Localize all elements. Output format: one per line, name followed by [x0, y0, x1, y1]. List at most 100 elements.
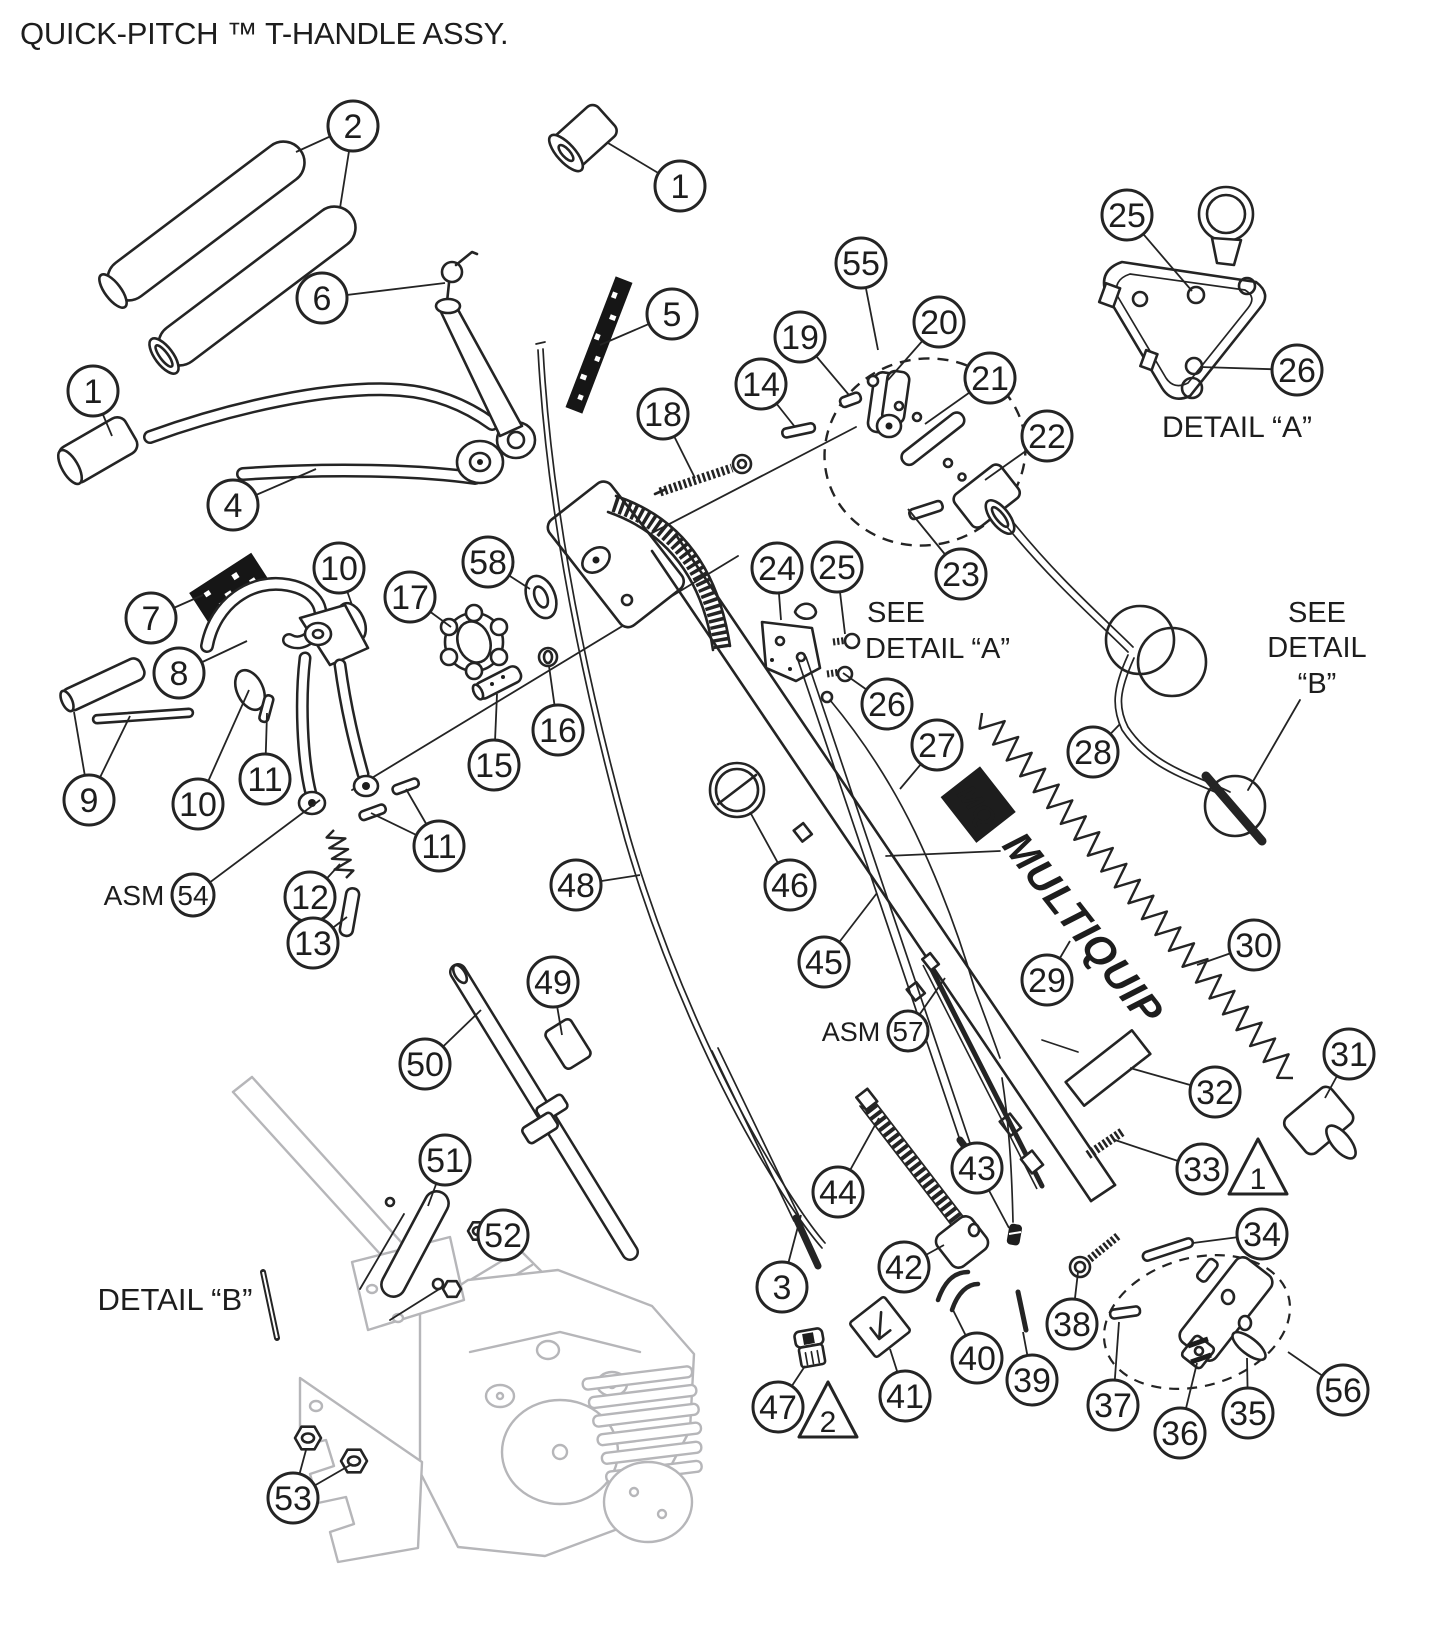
part-clamp-42	[934, 1215, 990, 1269]
callout-balloon-30	[1227, 918, 1281, 972]
callout-number: 36	[1161, 1415, 1199, 1453]
callout-number: 3	[773, 1269, 792, 1307]
part-nut-16	[537, 646, 559, 668]
callout-balloon-15	[467, 738, 521, 792]
part-lever-6	[434, 250, 524, 438]
callout-number: 46	[771, 867, 809, 905]
part-pin-53	[260, 1269, 280, 1341]
callout-number: 45	[805, 944, 843, 982]
page-title: QUICK-PITCH ™ T-HANDLE ASSY.	[20, 16, 508, 51]
callout-balloon-27	[910, 718, 964, 772]
callout-balloon-34	[1235, 1207, 1289, 1261]
callout-number: 51	[426, 1142, 464, 1180]
part-bushing-1-top	[547, 103, 618, 173]
callout-balloon-1	[66, 364, 120, 418]
part-handle-frame-4	[143, 382, 537, 485]
part-pivot-head	[546, 480, 732, 652]
callout-number: 4	[224, 487, 243, 525]
callout-number: 28	[1074, 734, 1112, 772]
callout-number: 5	[663, 296, 682, 334]
part-rod-3	[711, 1047, 822, 1270]
callout-balloon-16	[531, 703, 585, 757]
part-decal-41	[849, 1296, 911, 1358]
see-detail-b-pointer	[1247, 699, 1301, 791]
asm-label-57: ASM	[822, 1017, 881, 1047]
callout-balloon-13	[286, 916, 340, 970]
see-detail-a-line1: SEE	[867, 597, 925, 629]
callout-balloon-9	[62, 773, 116, 827]
part-pin-39	[1015, 1289, 1029, 1333]
part-pin-34	[1141, 1237, 1195, 1262]
detail-b-machine-ghost	[231, 1075, 703, 1564]
callout-number: 26	[868, 686, 906, 724]
callout-balloon-36	[1153, 1406, 1207, 1460]
callout-number: 10	[320, 550, 358, 588]
callout-number: 57	[892, 1016, 923, 1047]
callout-balloon-35	[1221, 1386, 1275, 1440]
callout-number: 33	[1183, 1151, 1221, 1189]
callout-balloon-45	[797, 935, 851, 989]
callout-balloon-17	[383, 570, 437, 624]
callout-balloon-25	[810, 540, 864, 594]
callout-balloon-41	[878, 1369, 932, 1423]
callout-number: 47	[759, 1389, 797, 1427]
callout-number: 39	[1013, 1362, 1051, 1400]
callout-number: 49	[534, 964, 572, 1002]
part-cable-27	[820, 690, 1001, 1059]
callout-number: 48	[557, 867, 595, 905]
callout-balloon-18	[636, 387, 690, 441]
part-roller-15	[471, 665, 523, 701]
callout-balloon-51	[418, 1133, 472, 1187]
callout-balloon-10	[171, 777, 225, 831]
see-detail-b-line1: SEE	[1288, 597, 1346, 629]
callout-number: 25	[818, 549, 856, 587]
detail-b-label: DETAIL “B”	[97, 1282, 252, 1317]
callout-number: 25	[1108, 197, 1146, 235]
callout-balloon-4	[206, 478, 260, 532]
callout-balloon-42	[877, 1240, 931, 1294]
callout-number: 56	[1324, 1372, 1362, 1410]
callout-number: 38	[1053, 1306, 1091, 1344]
callout-number: 18	[644, 396, 682, 434]
callout-balloon-6	[295, 271, 349, 325]
callout-balloon-44	[811, 1165, 865, 1219]
callout-balloon-29	[1020, 953, 1074, 1007]
part-washer-58	[524, 574, 558, 620]
callout-balloon-19	[773, 310, 827, 364]
callout-balloon-7	[124, 591, 178, 645]
callout-number: 26	[1278, 352, 1316, 390]
part-housing-44	[855, 1087, 979, 1245]
part-tube-50	[449, 963, 639, 1261]
part-bushing-36	[1180, 1334, 1216, 1370]
part-cable-28	[1007, 521, 1267, 846]
see-detail-b-line2: DETAIL	[1267, 632, 1366, 664]
part-grip-strip-5	[565, 276, 633, 414]
part-grip-tube-b	[148, 205, 357, 375]
callout-number: 1	[84, 373, 103, 411]
part-screw-25	[832, 632, 861, 650]
multiquip-logo-icon: MQ	[940, 766, 1016, 843]
callout-number: 52	[484, 1217, 522, 1255]
callout-number: 42	[885, 1249, 923, 1287]
callout-number: 27	[918, 727, 956, 765]
see-detail-a-line2: DETAIL “A”	[865, 633, 1010, 665]
callout-balloon-33	[1175, 1142, 1229, 1196]
part-clevis-asm-54	[295, 603, 380, 816]
callout-balloon-50	[398, 1037, 452, 1091]
callout-number: 8	[170, 655, 189, 693]
callout-number: 40	[958, 1340, 996, 1378]
callout-number: 19	[781, 319, 819, 357]
part-cable-ends-40	[935, 1269, 981, 1313]
callout-number: 32	[1196, 1074, 1234, 1112]
callout-number: 37	[1094, 1387, 1132, 1425]
callout-number: 11	[247, 761, 282, 799]
part-disc-46	[708, 761, 766, 819]
detail-a-label: DETAIL “A”	[1162, 411, 1312, 444]
callout-balloon-22	[1020, 409, 1074, 463]
part-stud-33	[1085, 1128, 1125, 1159]
callout-balloon-20	[912, 295, 966, 349]
callout-balloon-37	[1086, 1378, 1140, 1432]
callout-number: 30	[1235, 927, 1273, 965]
asm-label-54: ASM	[104, 880, 165, 911]
